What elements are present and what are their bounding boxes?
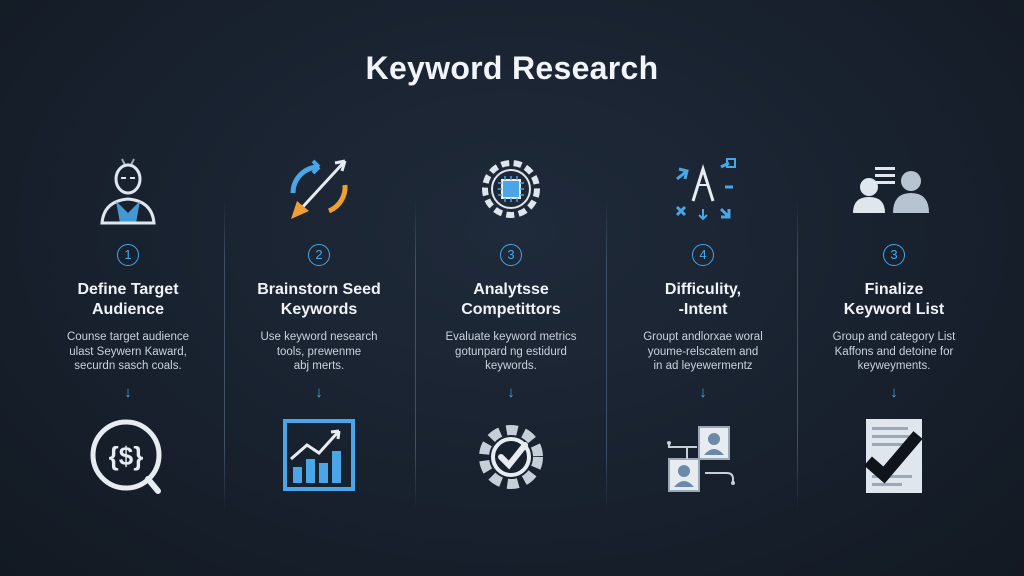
down-arrow-icon: ↓ — [124, 384, 132, 401]
network-arrows-icon — [607, 148, 799, 230]
desc-line: tools, prewenme — [276, 345, 362, 358]
step-title-line: Finalize — [864, 281, 924, 298]
step-description: Use keyword nesearch tools, prewenme abj… — [223, 330, 415, 374]
step-number: 1 — [117, 244, 139, 266]
down-arrow-icon: ↓ — [699, 384, 707, 401]
step-number: 3 — [500, 244, 522, 266]
step-description: Evaluate keyword metrics gotunpard ng es… — [415, 330, 607, 374]
step-description: Group and category List Kaffons and deto… — [798, 330, 990, 374]
column-divider — [415, 200, 416, 510]
step-title-line: Analytsse — [473, 281, 549, 298]
dollar-target-icon: {$} — [32, 412, 224, 498]
document-check-icon — [798, 412, 990, 498]
person-bust-icon — [32, 148, 224, 230]
desc-line: in ad leyewermentz — [653, 360, 753, 372]
rising-bar-chart-icon — [223, 412, 415, 498]
brainstorm-arrows-icon — [223, 148, 415, 230]
desc-line: gotunpard ng estidurd — [455, 345, 567, 358]
step-title-line: Competittors — [461, 301, 561, 318]
step-column-1: 1 Define Target Audience Counse target a… — [32, 140, 224, 510]
step-title: Define Target Audience — [32, 280, 224, 320]
step-title-line: Keyword List — [843, 301, 945, 318]
desc-line: abj merts. — [293, 360, 345, 372]
step-description: Counse target audience ulast Seywern Kaw… — [32, 330, 224, 374]
down-arrow-icon: ↓ — [507, 384, 515, 401]
step-title-line: Keywords — [280, 301, 358, 318]
step-description: Groupt andlorxae woral youme-relscatem a… — [607, 330, 799, 374]
step-column-2: 2 Brainstorn Seed Keywords Use keyword n… — [223, 140, 415, 510]
dollar-symbol: {$} — [109, 441, 144, 471]
step-number: 2 — [308, 244, 330, 266]
desc-line: keywords. — [485, 360, 537, 372]
column-divider — [224, 200, 225, 510]
step-number: 4 — [692, 244, 714, 266]
desc-line: Use keyword nesearch — [260, 331, 378, 343]
down-arrow-icon: ↓ — [315, 384, 323, 401]
step-title: Brainstorn Seed Keywords — [223, 280, 415, 320]
step-title-line: -Intent — [678, 301, 728, 318]
step-title-line: Difficulity, — [664, 281, 742, 298]
column-divider — [797, 200, 798, 510]
step-title-line: Define Target — [77, 281, 179, 298]
profile-flow-icon — [607, 412, 799, 498]
step-column-4: 4 Difficulity, -Intent Groupt andlorxae … — [607, 140, 799, 510]
desc-line: youme-relscatem and — [647, 345, 759, 358]
desc-line: ulast Seywern Kaward, — [69, 345, 187, 358]
desc-line: Groupt andlorxae woral — [643, 331, 763, 343]
step-number: 3 — [883, 244, 905, 266]
step-title-line: Audience — [91, 301, 164, 318]
desc-line: Counse target audience — [66, 331, 190, 343]
gear-chip-icon — [415, 148, 607, 230]
desc-line: Group and category List — [832, 331, 956, 343]
step-title: Difficulity, -Intent — [607, 280, 799, 320]
desc-line: securdn sasch coals. — [74, 360, 182, 372]
page-title: Keyword Research — [365, 50, 659, 86]
step-title: Analytsse Competittors — [415, 280, 607, 320]
down-arrow-icon: ↓ — [890, 384, 898, 401]
step-column-3: 3 Analytsse Competittors Evaluate keywor… — [415, 140, 607, 510]
people-list-icon — [798, 148, 990, 230]
desc-line: keyweyments. — [857, 360, 931, 372]
step-title-line: Brainstorn Seed — [257, 281, 381, 298]
column-divider — [606, 200, 607, 510]
gear-check-icon — [415, 412, 607, 498]
step-column-5: 3 Finalize Keyword List Group and catego… — [798, 140, 990, 510]
desc-line: Kaffons and detoine for — [834, 345, 954, 358]
desc-line: Evaluate keyword metrics — [445, 331, 577, 343]
step-title: Finalize Keyword List — [798, 280, 990, 320]
